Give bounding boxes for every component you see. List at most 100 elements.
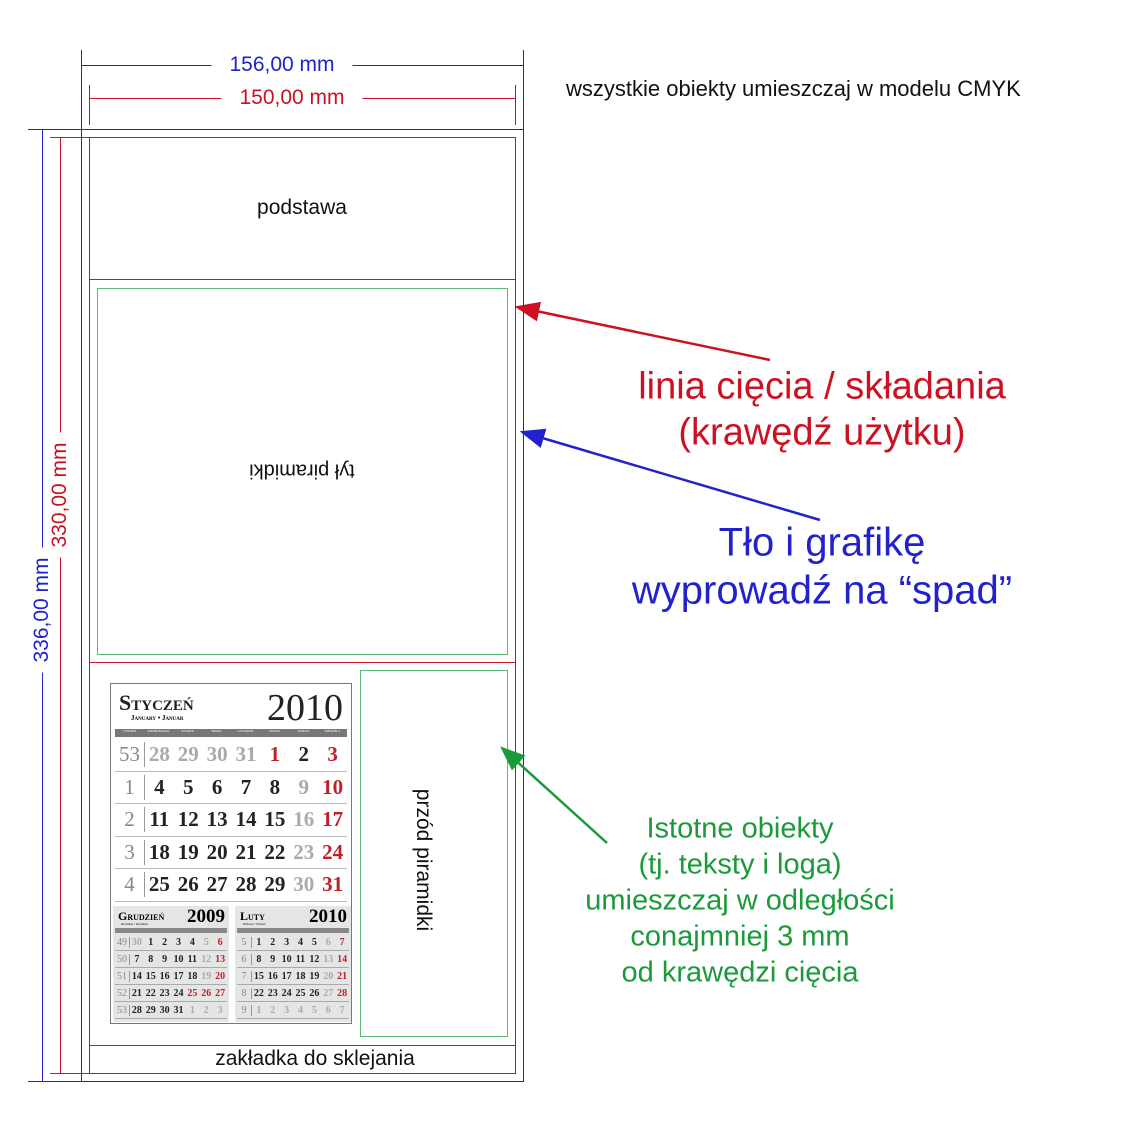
calendar-day: 7 <box>240 774 252 799</box>
calendar-day: 7 <box>339 936 345 948</box>
calendar-day: 11 <box>295 953 306 965</box>
calendar-day: 28 <box>235 872 257 897</box>
safe-note-2: (tj. teksty i loga) <box>638 848 842 881</box>
calendar-day: 3 <box>284 936 290 948</box>
fold-line-2 <box>89 662 516 663</box>
prev-month-subtitle: December • Dezember <box>121 922 149 926</box>
net-height-tick-top <box>50 137 89 138</box>
front-safe-frame <box>360 670 508 1037</box>
calendar-day: 22 <box>145 987 156 999</box>
week-number: 1 <box>115 774 145 800</box>
calendar-day: 20 <box>215 970 226 982</box>
calendar-day: 2 <box>203 1004 209 1016</box>
week-number: 7 <box>237 970 252 982</box>
main-month-name: Styczeń <box>119 690 194 715</box>
week-number: 5 <box>237 936 252 948</box>
safe-note-4: conajmniej 3 mm <box>630 920 850 953</box>
calendar-day: 29 <box>177 742 199 767</box>
calendar-day: 23 <box>293 839 315 864</box>
main-year: 2010 <box>267 687 343 729</box>
calendar-day: 14 <box>131 970 142 982</box>
calendar-day: 27 <box>206 872 228 897</box>
weekday-label: PONIEDZIAŁEK <box>147 729 170 733</box>
calendar-day: 6 <box>211 774 223 799</box>
calendar-day: 26 <box>201 987 212 999</box>
calendar-day: 28 <box>337 987 348 999</box>
calendar-day: 5 <box>182 774 194 799</box>
calendar-day: 9 <box>162 953 168 965</box>
calendar-day: 19 <box>309 970 320 982</box>
calendar-day: 4 <box>297 1004 303 1016</box>
calendar-day: 11 <box>149 807 170 832</box>
calendar-day: 3 <box>284 1004 290 1016</box>
calendar-day: 22 <box>253 987 264 999</box>
week-number: 6 <box>237 953 252 965</box>
calendar-day: 16 <box>267 970 278 982</box>
bleed-width-tick-left <box>81 50 82 130</box>
calendar-day: 23 <box>267 987 278 999</box>
weekday-label: NIEDZIELA <box>324 729 341 733</box>
calendar-day: 26 <box>309 987 320 999</box>
calendar-day: 28 <box>131 1004 142 1016</box>
calendar-day: 25 <box>148 872 170 897</box>
calendar-day: 6 <box>325 936 331 948</box>
calendar-day: 17 <box>281 970 292 982</box>
calendar-day: 31 <box>322 872 344 897</box>
week-number: 53 <box>115 1004 130 1016</box>
calendar-day: 18 <box>148 839 170 864</box>
net-width-tick-left <box>89 85 90 125</box>
calendar-day: 21 <box>337 970 348 982</box>
calendar-day: 15 <box>253 970 264 982</box>
cut-line-note-1: linia cięcia / składania <box>638 365 1006 408</box>
week-number: 50 <box>115 953 130 965</box>
calendar-day: 29 <box>264 872 286 897</box>
prev-month-name: Grudzień <box>118 909 165 923</box>
bleed-width-label: 156,00 mm <box>211 53 353 77</box>
net-height-tick-bottom <box>50 1073 89 1074</box>
calendar-day: 1 <box>269 742 281 767</box>
bleed-height-tick-bottom <box>28 1081 81 1082</box>
cmyk-note: wszystkie obiekty umieszczaj w modelu CM… <box>566 76 1021 101</box>
calendar-day: 24 <box>322 839 344 864</box>
calendar-day: 1 <box>189 1004 195 1016</box>
calendar-day: 10 <box>173 953 184 965</box>
cut-line-arrow <box>514 301 771 362</box>
calendar-day: 30 <box>131 936 142 948</box>
bleed-frame <box>81 129 524 1082</box>
calendar-day: 20 <box>323 970 334 982</box>
net-width-label: 150,00 mm <box>221 86 363 110</box>
week-number: 8 <box>237 987 252 999</box>
safe-zone-arrow <box>500 746 608 844</box>
glue-tab-label: zakładka do sklejania <box>215 1047 415 1070</box>
calendar-day: 2 <box>298 742 309 767</box>
calendar-day: 18 <box>187 970 198 982</box>
weekday-label: SOBOTA <box>297 729 310 733</box>
calendar-day: 14 <box>337 953 348 965</box>
net-height-line <box>60 137 61 1074</box>
calendar-day: 4 <box>297 936 303 948</box>
calendar-day: 8 <box>148 953 154 965</box>
calendar-day: 5 <box>203 936 209 948</box>
main-month-subtitle: January • Januar <box>131 714 184 722</box>
calendar-day: 9 <box>298 774 309 799</box>
calendar-day: 9 <box>270 953 276 965</box>
